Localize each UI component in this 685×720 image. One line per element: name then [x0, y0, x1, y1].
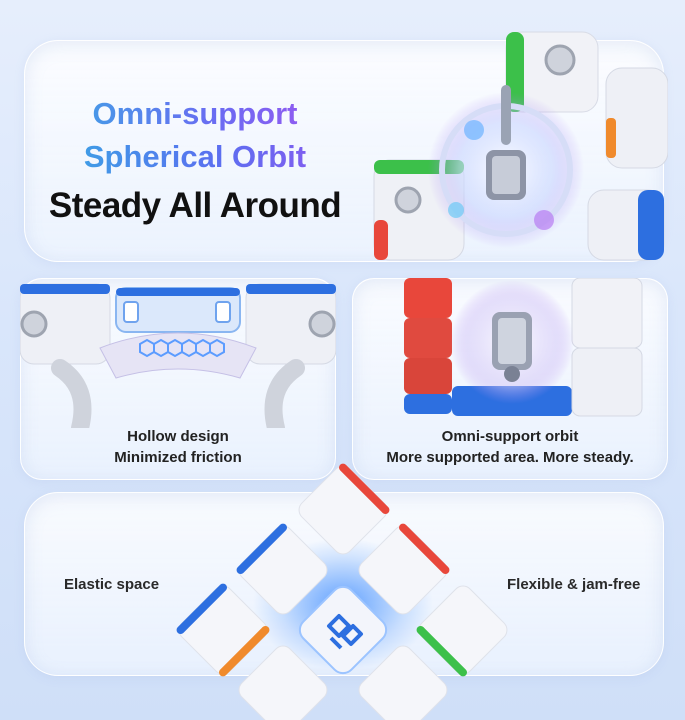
cube-core-illustration	[373, 31, 668, 261]
caption-hollow-design-line2: Minimized friction	[114, 449, 242, 466]
omni-support-orbit-illustration	[404, 278, 643, 417]
headline-steady-all-around: Steady All Around	[48, 186, 342, 225]
caption-hollow-design: Hollow design Minimized friction	[20, 426, 336, 468]
label-flexible-jam-free: Flexible & jam-free	[507, 576, 641, 593]
headline-spherical-orbit: Spherical Orbit	[0, 139, 390, 175]
headline-omni-support: Omni-support	[0, 96, 390, 132]
caption-omni-support: Omni-support orbit More supported area. …	[352, 426, 668, 468]
caption-omni-support-line1: Omni-support orbit	[441, 428, 579, 445]
caption-hollow-design-line1: Hollow design	[127, 428, 229, 445]
caption-omni-support-line2: More supported area. More steady.	[386, 449, 634, 466]
cube-corner-illustration	[176, 463, 508, 720]
hollow-design-illustration	[20, 283, 336, 428]
label-elastic-space: Elastic space	[64, 576, 160, 593]
brand-logo-icon	[327, 614, 363, 650]
